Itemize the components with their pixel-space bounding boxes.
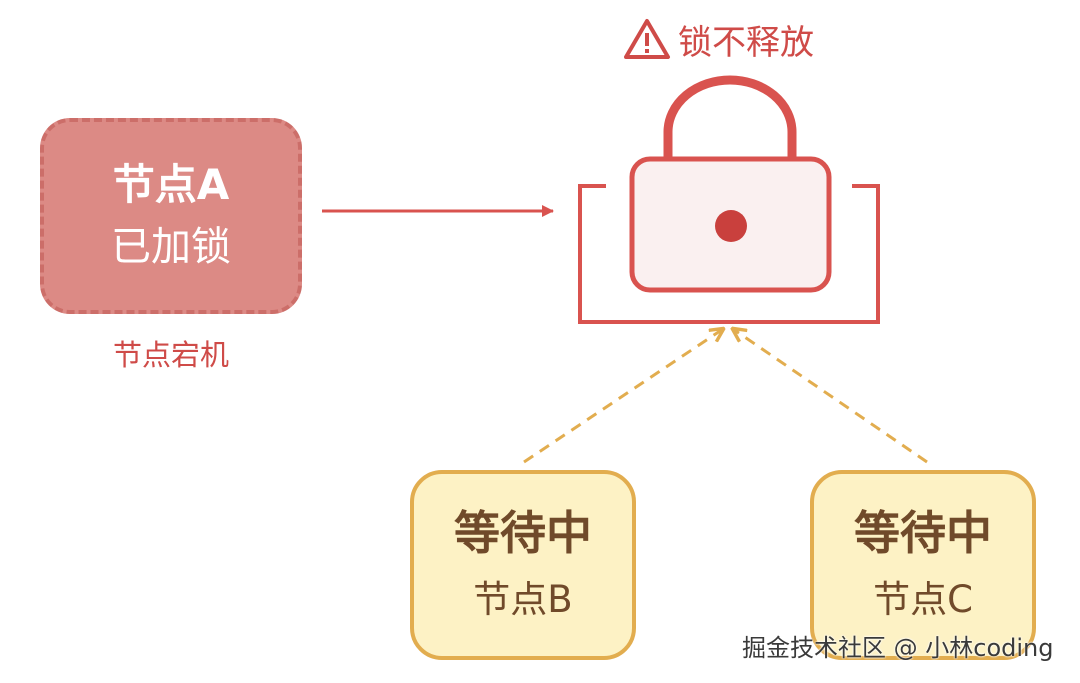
waiting-node-c-status: 等待中 (854, 506, 992, 560)
waiting-node-b: 等待中 节点B (410, 470, 636, 660)
waiting-node-b-name: 节点B (473, 578, 573, 621)
arrow-node-c-to-lock (733, 329, 928, 464)
waiting-node-b-status: 等待中 (454, 506, 592, 560)
node-a-status: 已加锁 (111, 224, 231, 270)
watermark: 掘金技术社区 @ 小林coding (742, 634, 1054, 662)
node-a-caption: 节点宕机 (112, 338, 229, 372)
node-a-box: 节点A 已加锁 (40, 118, 302, 314)
lock-icon (629, 75, 832, 293)
warning-icon (622, 17, 672, 61)
waiting-node-c-name: 节点C (873, 578, 973, 621)
lock-bracket (578, 184, 880, 324)
warning-label: 锁不释放 (622, 14, 814, 64)
warning-text: 锁不释放 (678, 22, 814, 63)
arrow-node-b-to-lock (523, 329, 723, 464)
waiting-node-c: 等待中 节点C (810, 470, 1036, 660)
node-a-title: 节点A (112, 160, 230, 209)
